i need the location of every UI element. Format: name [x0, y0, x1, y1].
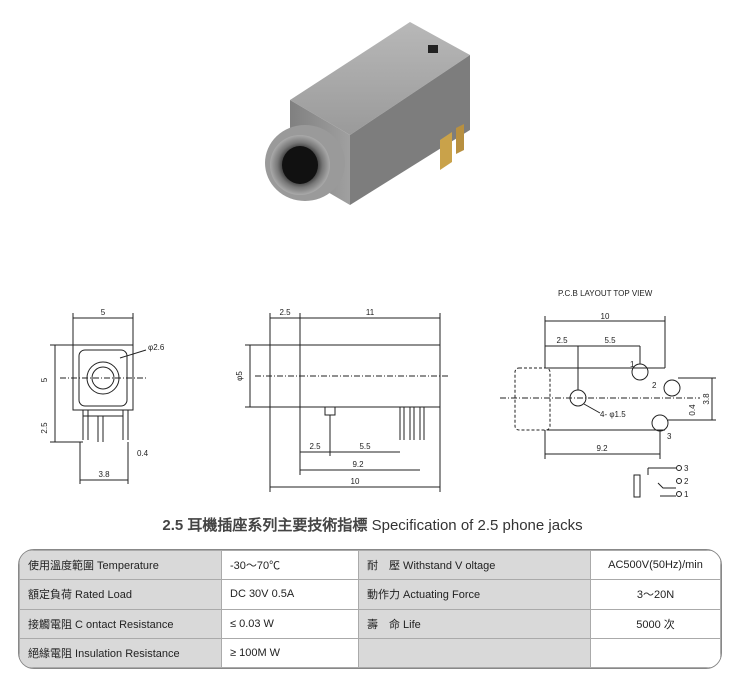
spec-value: 5000 次 [590, 608, 721, 639]
spec-label: 使用溫度範圍 Temperature [19, 550, 222, 581]
technical-drawings: 5 φ2.6 5 2.5 0.4 3.8 2.5 11 φ5 2.5 5.5 9… [40, 289, 716, 499]
spec-value [590, 637, 721, 668]
front-view [50, 313, 147, 484]
spec-label: 壽 命 Life [358, 608, 591, 639]
side-view [245, 313, 450, 492]
dim-pin-offset: 2.5 [40, 422, 49, 434]
spec-row: 使用溫度範圍 Temperature -30～70℃ 耐 壓 Withstand… [19, 550, 721, 581]
pcb-pin-label-3: 3 [667, 432, 672, 441]
dim-side-pin3: 9.2 [352, 460, 364, 469]
schematic-label-3: 3 [684, 464, 689, 473]
spec-label: 動作力 Actuating Force [358, 579, 591, 610]
dim-pcb-v2: 3.8 [702, 393, 711, 405]
spec-label: 額定負荷 Rated Load [19, 579, 222, 610]
dim-side-pin1: 2.5 [309, 442, 321, 451]
spec-value: ≥ 100M W [221, 637, 359, 668]
pcb-layout [500, 316, 716, 459]
spec-value: ≤ 0.03 W [221, 608, 359, 639]
dim-pcb-width: 10 [601, 312, 610, 321]
spec-label: 耐 壓 Withstand V oltage [358, 550, 591, 581]
dim-base-width: 3.8 [98, 470, 110, 479]
spec-table-wrapper: 使用溫度範圍 Temperature -30～70℃ 耐 壓 Withstand… [18, 549, 722, 669]
spec-table: 使用溫度範圍 Temperature -30～70℃ 耐 壓 Withstand… [19, 550, 721, 668]
caption-cn: 2.5 耳機插座系列主要技術指標 [162, 517, 368, 534]
spec-value: -30～70℃ [221, 550, 359, 581]
dim-pcb-d1: 2.5 [556, 336, 568, 345]
spec-row: 接觸電阻 C ontact Resistance ≤ 0.03 W 壽 命 Li… [19, 608, 721, 639]
spec-label [358, 637, 591, 668]
pcb-pin-label-2: 2 [652, 381, 657, 390]
spec-label: 接觸電阻 C ontact Resistance [19, 608, 222, 639]
spec-row: 額定負荷 Rated Load DC 30V 0.5A 動作力 Actuatin… [19, 579, 721, 610]
spec-row: 絕緣電阻 Insulation Resistance ≥ 100M W [19, 637, 721, 668]
dim-side-offset: 2.5 [279, 308, 291, 317]
caption-en: Specification of 2.5 phone jacks [367, 517, 583, 534]
spec-value: 3～20N [590, 579, 721, 610]
dim-pcb-d2: 5.5 [604, 336, 616, 345]
pcb-title: P.C.B LAYOUT TOP VIEW [558, 289, 653, 298]
spec-label: 絕緣電阻 Insulation Resistance [19, 637, 222, 668]
schematic-label-2: 2 [684, 477, 689, 486]
dim-side-length: 11 [366, 308, 375, 317]
dim-front-width: 5 [101, 308, 106, 317]
schematic-label-1: 1 [684, 490, 689, 499]
dim-side-total: 10 [351, 477, 360, 486]
dim-pin-gap: 0.4 [137, 449, 149, 458]
product-photo [265, 22, 470, 205]
dim-hole-diameter: φ2.6 [148, 343, 165, 352]
dim-pcb-bottom: 9.2 [596, 444, 608, 453]
spec-caption: 2.5 耳機插座系列主要技術指標 Specification of 2.5 ph… [0, 514, 745, 535]
dim-side-pin2: 5.5 [359, 442, 371, 451]
dim-front-height: 5 [40, 377, 49, 382]
pcb-pin-label-1: 1 [630, 360, 635, 369]
spec-value: DC 30V 0.5A [221, 579, 359, 610]
dim-pcb-v1: 0.4 [688, 404, 697, 416]
schematic-symbol [633, 465, 682, 498]
dim-side-diameter: φ5 [235, 371, 244, 381]
dim-pcb-hole: 4- φ1.5 [600, 410, 626, 419]
spec-value: AC500V(50Hz)/min [590, 550, 721, 581]
